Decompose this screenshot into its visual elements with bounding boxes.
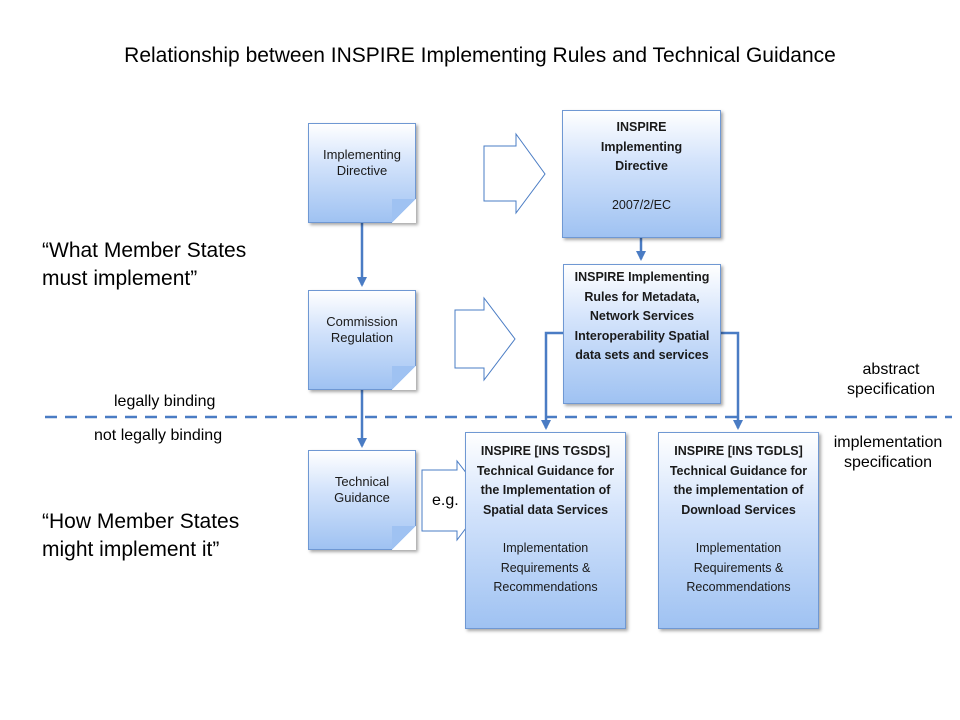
page-title: Relationship between INSPIRE Implementin… <box>124 44 836 67</box>
might-implement-label: “How Member States might implement it” <box>42 508 287 564</box>
inspire-rules-heading: INSPIRE Implementing Rules for Metadata,… <box>574 270 710 362</box>
arrow-rules-to-tgdls <box>720 331 743 430</box>
abstract-specification-label: abstract specification <box>846 361 936 398</box>
not-legally-binding-label: not legally binding <box>94 427 223 444</box>
commission-regulation-box: Commission Regulation <box>308 290 416 390</box>
implementation-specification-label: implementation specification <box>833 434 943 471</box>
inspire-directive-heading: INSPIRE Implementing Directive <box>600 120 683 173</box>
tgdls-heading: INSPIRE [INS TGDLS] Technical Guidance f… <box>669 444 808 517</box>
outline-arrow-regulation <box>454 296 516 382</box>
implementing-directive-label: Implementing Directive <box>322 147 402 178</box>
tgdls-box: INSPIRE [INS TGDLS] Technical Guidance f… <box>658 432 819 629</box>
arrow-rules-to-tgsds <box>541 331 564 430</box>
technical-guidance-box: Technical Guidance <box>308 450 416 550</box>
commission-regulation-label: Commission Regulation <box>326 314 398 345</box>
implementing-directive-box: Implementing Directive <box>308 123 416 223</box>
page-fold-icon <box>392 366 416 390</box>
must-implement-text: “What Member States must implement” <box>42 239 247 290</box>
tgdls-body: Implementation Requirements & Recommenda… <box>686 541 791 594</box>
eg-label: e.g. <box>432 492 459 509</box>
technical-guidance-label: Technical Guidance <box>334 474 390 505</box>
outline-arrow-directive <box>483 132 546 215</box>
legally-binding-label: legally binding <box>114 393 216 410</box>
must-implement-label: “What Member States must implement” <box>42 237 287 293</box>
inspire-directive-box: INSPIRE Implementing Directive 2007/2/EC <box>562 110 721 238</box>
inspire-directive-code: 2007/2/EC <box>611 197 672 212</box>
page-fold-icon <box>392 526 416 550</box>
page-fold-icon <box>392 199 416 223</box>
inspire-rules-box: INSPIRE Implementing Rules for Metadata,… <box>563 264 721 404</box>
might-implement-text: “How Member States might implement it” <box>42 510 240 561</box>
tgsds-heading: INSPIRE [INS TGSDS] Technical Guidance f… <box>476 444 615 517</box>
tgsds-body: Implementation Requirements & Recommenda… <box>493 541 598 594</box>
tgsds-box: INSPIRE [INS TGSDS] Technical Guidance f… <box>465 432 626 629</box>
